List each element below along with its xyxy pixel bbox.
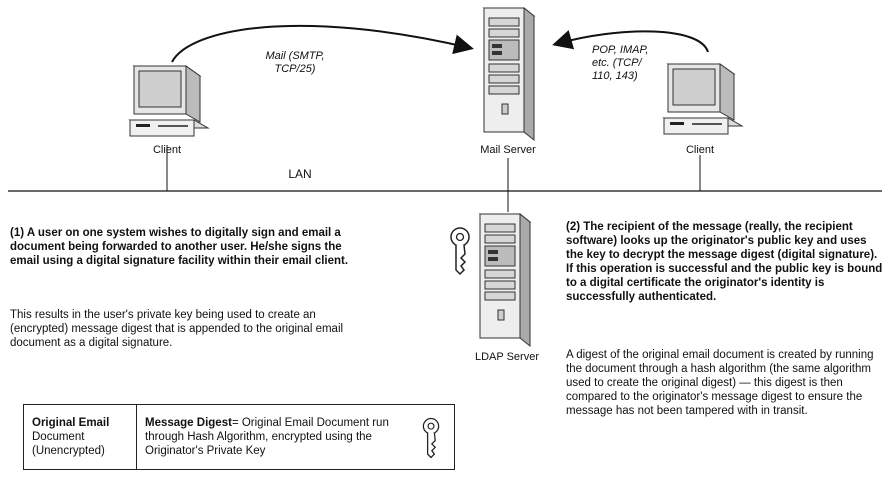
- client-left-label: Client: [152, 144, 182, 156]
- step2-body: A digest of the original email document …: [566, 349, 874, 417]
- client-computer-icon: [128, 65, 210, 137]
- lan-label: LAN: [288, 167, 312, 181]
- key-icon: [422, 417, 440, 459]
- original-email-cell: Original Email Document (Unencrypted): [23, 404, 137, 470]
- original-email-desc: Document (Unencrypted): [32, 431, 105, 457]
- step1-heading: (1) A user on one system wishes to digit…: [10, 227, 349, 267]
- key-icon: [450, 227, 470, 276]
- smtp-arrow: [171, 24, 474, 63]
- client-computer-icon: [662, 63, 744, 135]
- pop-arrow: [552, 30, 709, 53]
- message-digest-title: Message Digest: [145, 417, 232, 429]
- original-email-title: Original Email: [32, 417, 110, 429]
- ldap-server-label: LDAP Server: [475, 351, 539, 363]
- client-right-label: Client: [685, 144, 715, 156]
- step2-heading: (2) The recipient of the message (really…: [566, 221, 883, 303]
- signed-email-legend: Original Email Document (Unencrypted) Me…: [23, 404, 455, 470]
- smtp-protocol-label: Mail (SMTP, TCP/25): [265, 50, 325, 75]
- step1-body: This results in the user's private key b…: [10, 309, 344, 349]
- ldap-server-icon: [478, 212, 532, 348]
- pop-imap-protocol-label: POP, IMAP, etc. (TCP/ 110, 143): [592, 44, 649, 82]
- mail-server-icon: [482, 6, 536, 142]
- mail-server-label: Mail Server: [480, 144, 536, 156]
- message-digest-cell: Message Digest= Original Email Document …: [136, 404, 455, 470]
- message-digest-desc: = Original Email Document run through Ha…: [145, 417, 389, 457]
